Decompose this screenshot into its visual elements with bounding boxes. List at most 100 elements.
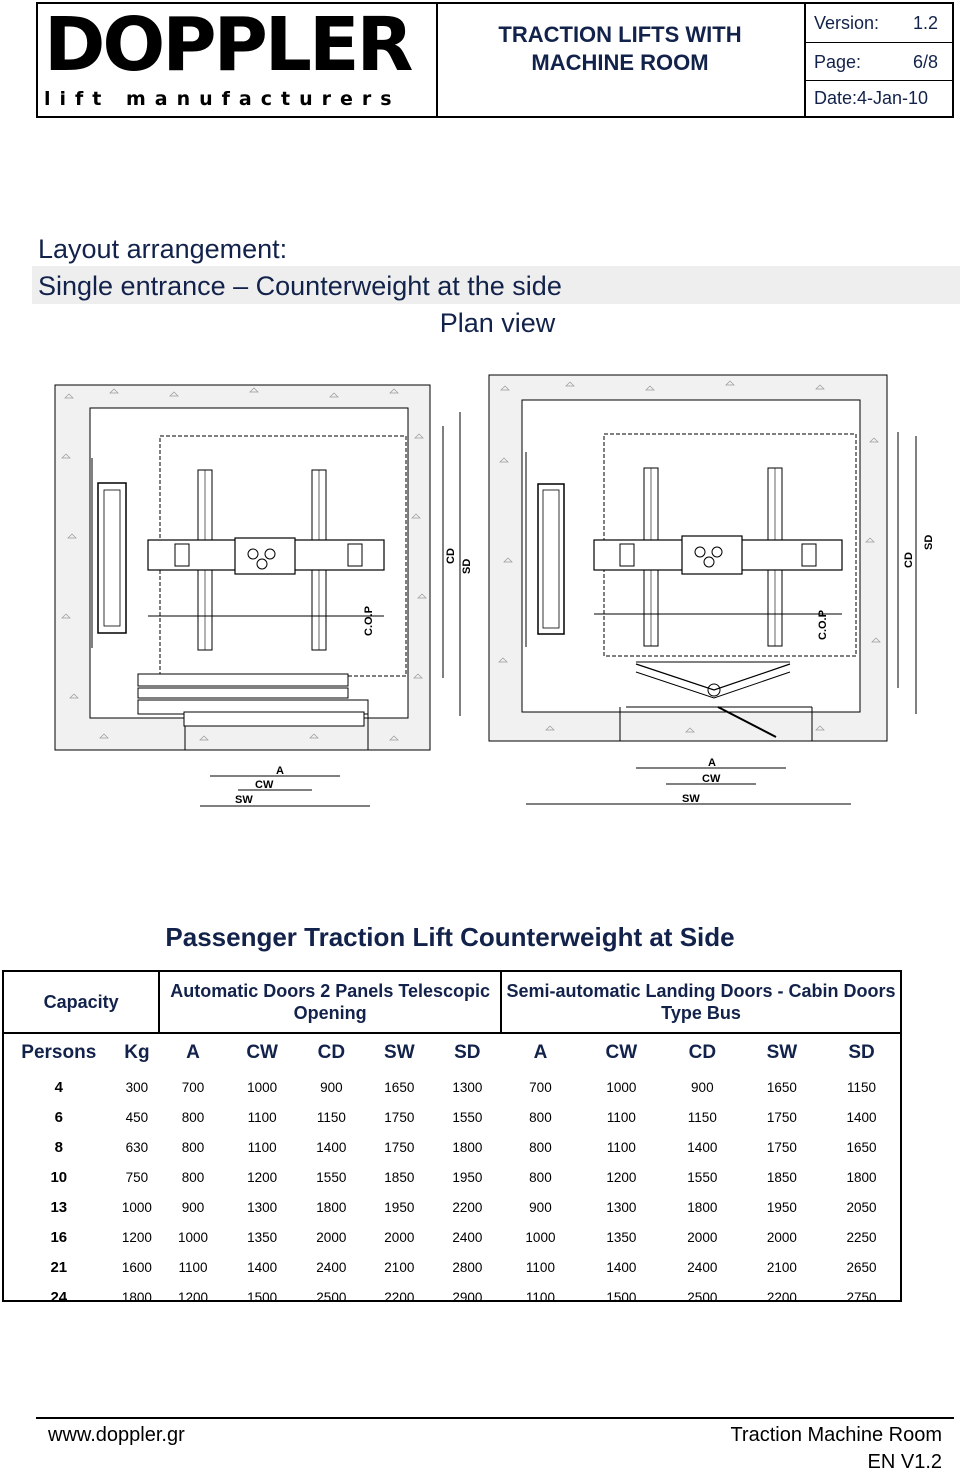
table-cell: 2100 [766, 1259, 797, 1275]
column-header: CW [246, 1042, 278, 1063]
table-cell: 2800 [452, 1259, 483, 1275]
column-header: CW [605, 1042, 638, 1063]
table-cell: 2200 [384, 1289, 415, 1305]
footer-doc-version: EN V1.2 [867, 1451, 942, 1473]
table-group-header: Capacity Automatic Doors 2 Panels Telesc… [1, 970, 902, 1034]
table-cell: 1100 [525, 1289, 555, 1305]
footer-rule [36, 1417, 954, 1419]
table-cell: 2000 [384, 1229, 415, 1245]
table-cell: 2100 [384, 1259, 415, 1275]
table-cell: 2500 [687, 1289, 718, 1305]
cop-label-right: C.O.P [817, 610, 829, 640]
table-cell: 2400 [452, 1229, 483, 1245]
table-cell: 800 [181, 1169, 205, 1185]
table-title: Passenger Traction Lift Counterweight at… [165, 922, 735, 952]
table-cell: 2050 [846, 1199, 877, 1215]
table-cell: 1000 [247, 1079, 278, 1095]
table-cell: 1100 [247, 1109, 277, 1125]
table-cell: 2900 [452, 1289, 483, 1305]
table-cell: 2750 [846, 1289, 877, 1305]
column-header: SW [766, 1042, 798, 1063]
table-cell: 1000 [177, 1229, 208, 1245]
table-cell: 2000 [766, 1229, 797, 1245]
table-cell: 2000 [687, 1229, 718, 1245]
table-cell: 1400 [687, 1139, 718, 1155]
dim-cd-left: CD [445, 548, 457, 564]
table-cell: 1100 [247, 1139, 277, 1155]
semi-automatic-doors-header: Semi-automatic Landing Doors - Cabin Doo… [501, 970, 902, 1034]
dimensions-table: Capacity Automatic Doors 2 Panels Telesc… [1, 970, 902, 1312]
table-cell: 300 [125, 1079, 149, 1095]
table-cell: 450 [125, 1109, 149, 1125]
table-cell: 1950 [452, 1169, 483, 1185]
footer-url: www.doppler.gr [48, 1424, 185, 1446]
table-cell: 800 [181, 1139, 205, 1155]
table-cell: 1500 [247, 1289, 278, 1305]
table-cell: 700 [529, 1079, 552, 1095]
table-cell: 1850 [766, 1169, 797, 1185]
table-cell: 2000 [316, 1229, 347, 1245]
table-cell: 1150 [687, 1109, 717, 1125]
footer-doc-name: Traction Machine Room [730, 1424, 942, 1446]
table-cell: 2400 [316, 1259, 347, 1275]
table-cell: 16 [50, 1228, 68, 1246]
table-cell: 1200 [177, 1289, 208, 1305]
table-cell: 1000 [606, 1079, 637, 1095]
table-cell: 630 [125, 1139, 149, 1155]
table-cell: 1200 [606, 1169, 637, 1185]
column-header: SD [848, 1042, 875, 1063]
table-cell: 1000 [525, 1229, 556, 1245]
table-cell: 1400 [316, 1139, 347, 1155]
table-cell: 1100 [525, 1259, 555, 1275]
column-header: CD [688, 1042, 717, 1063]
table-cell: 13 [50, 1198, 68, 1216]
table-cell: 1800 [846, 1169, 877, 1185]
table-cell: 1400 [247, 1259, 278, 1275]
table-column-header: Persons Kg A CW CD SW SD A CW CD SW SD [3, 1033, 901, 1072]
column-header: Persons [21, 1042, 97, 1063]
table-cell: 1400 [606, 1259, 637, 1275]
capacity-header: Capacity [1, 970, 161, 1034]
title-line-2: MACHINE ROOM [531, 50, 709, 75]
dim-sw-right: SW [682, 793, 700, 805]
table-cell: 900 [691, 1079, 714, 1095]
dim-sd-right: SD [923, 535, 935, 550]
column-header: A [186, 1042, 200, 1063]
table-cell: 900 [529, 1199, 552, 1215]
table-cell: 1550 [316, 1169, 347, 1185]
page-header: DOPPLER lift manufacturers TRACTION LIFT… [36, 2, 954, 118]
table-cell: 800 [529, 1169, 552, 1185]
document-date: Date:4-Jan-10 [814, 88, 929, 108]
table-cell: 1650 [846, 1139, 877, 1155]
dim-sw-left: SW [235, 794, 253, 806]
table-cell: 1850 [384, 1169, 415, 1185]
table-cell: 1800 [316, 1199, 347, 1215]
table-cell: 1300 [247, 1199, 278, 1215]
table-cell: 900 [181, 1199, 205, 1215]
table-cell: 1650 [766, 1079, 797, 1095]
page-label: Page: [814, 52, 862, 72]
table-cell: 21 [50, 1258, 68, 1276]
table-cell: 1750 [766, 1109, 797, 1125]
date-row: Date:4-Jan-10 [806, 81, 952, 116]
table-cell: 1000 [121, 1199, 152, 1215]
logo-wordmark: DOPPLER [44, 2, 413, 88]
plan-drawing-left: CD SD C.O.P A CW SW [54, 384, 473, 807]
table-cell: 2200 [766, 1289, 797, 1305]
table-cell: 4 [54, 1078, 63, 1096]
automatic-doors-header: Automatic Doors 2 Panels Telescopic Open… [159, 970, 503, 1034]
table-cell: 1150 [316, 1109, 346, 1125]
dim-cw-left: CW [255, 779, 274, 791]
plan-view-label: Plan view [439, 308, 556, 338]
table-cell: 700 [181, 1079, 205, 1095]
table-cell: 1150 [847, 1079, 877, 1095]
dim-cd-right: CD [903, 552, 915, 568]
table-cell: 24 [50, 1288, 68, 1306]
table-cell: 1800 [121, 1289, 152, 1305]
table-cell: 6 [54, 1108, 63, 1126]
